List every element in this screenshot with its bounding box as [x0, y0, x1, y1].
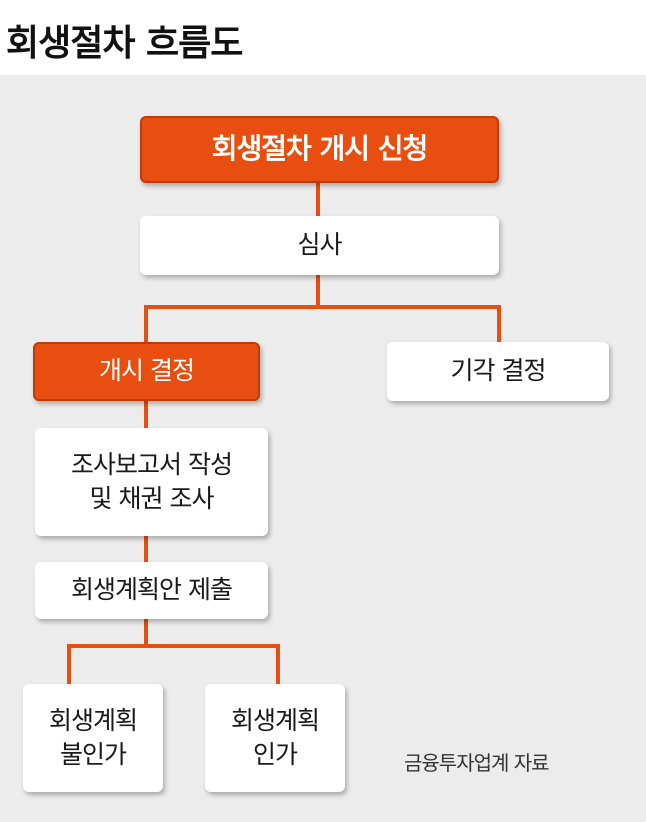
page-title: 회생절차 흐름도 — [6, 23, 243, 64]
apply-node: 회생절차 개시 신청 — [140, 116, 499, 183]
plan-approve-label-line1: 회생계획 — [230, 705, 320, 735]
investigation-node: 조사보고서 작성 및 채권 조사 — [35, 428, 268, 536]
source-note: 금융투자업계 자료 — [404, 751, 550, 775]
connector-plan-branch — [67, 644, 280, 684]
plan-approve-label-line2: 인가 — [252, 740, 298, 769]
review-label: 심사 — [297, 230, 342, 260]
plan-reject-node: 회생계획 불인가 — [23, 684, 163, 792]
dismiss-decision-node: 기각 결정 — [387, 342, 609, 401]
investigation-label-line1: 조사보고서 작성 — [71, 449, 233, 479]
plan-submit-node: 회생계획안 제출 — [35, 562, 268, 619]
plan-approve-node: 회생계획 인가 — [205, 684, 345, 792]
investigation-label-line2: 및 채권 조사 — [89, 484, 215, 513]
plan-reject-label-line1: 회생계획 — [48, 705, 138, 735]
plan-reject-label-line2: 불인가 — [59, 740, 127, 769]
apply-label: 회생절차 개시 신청 — [211, 132, 429, 166]
plan-submit-label: 회생계획안 제출 — [71, 575, 233, 605]
dismiss-decision-label: 기각 결정 — [450, 356, 547, 386]
start-decision-label: 개시 결정 — [99, 356, 195, 386]
connector-review-branch — [144, 305, 501, 342]
start-decision-node: 개시 결정 — [33, 342, 260, 401]
review-node: 심사 — [140, 216, 499, 275]
